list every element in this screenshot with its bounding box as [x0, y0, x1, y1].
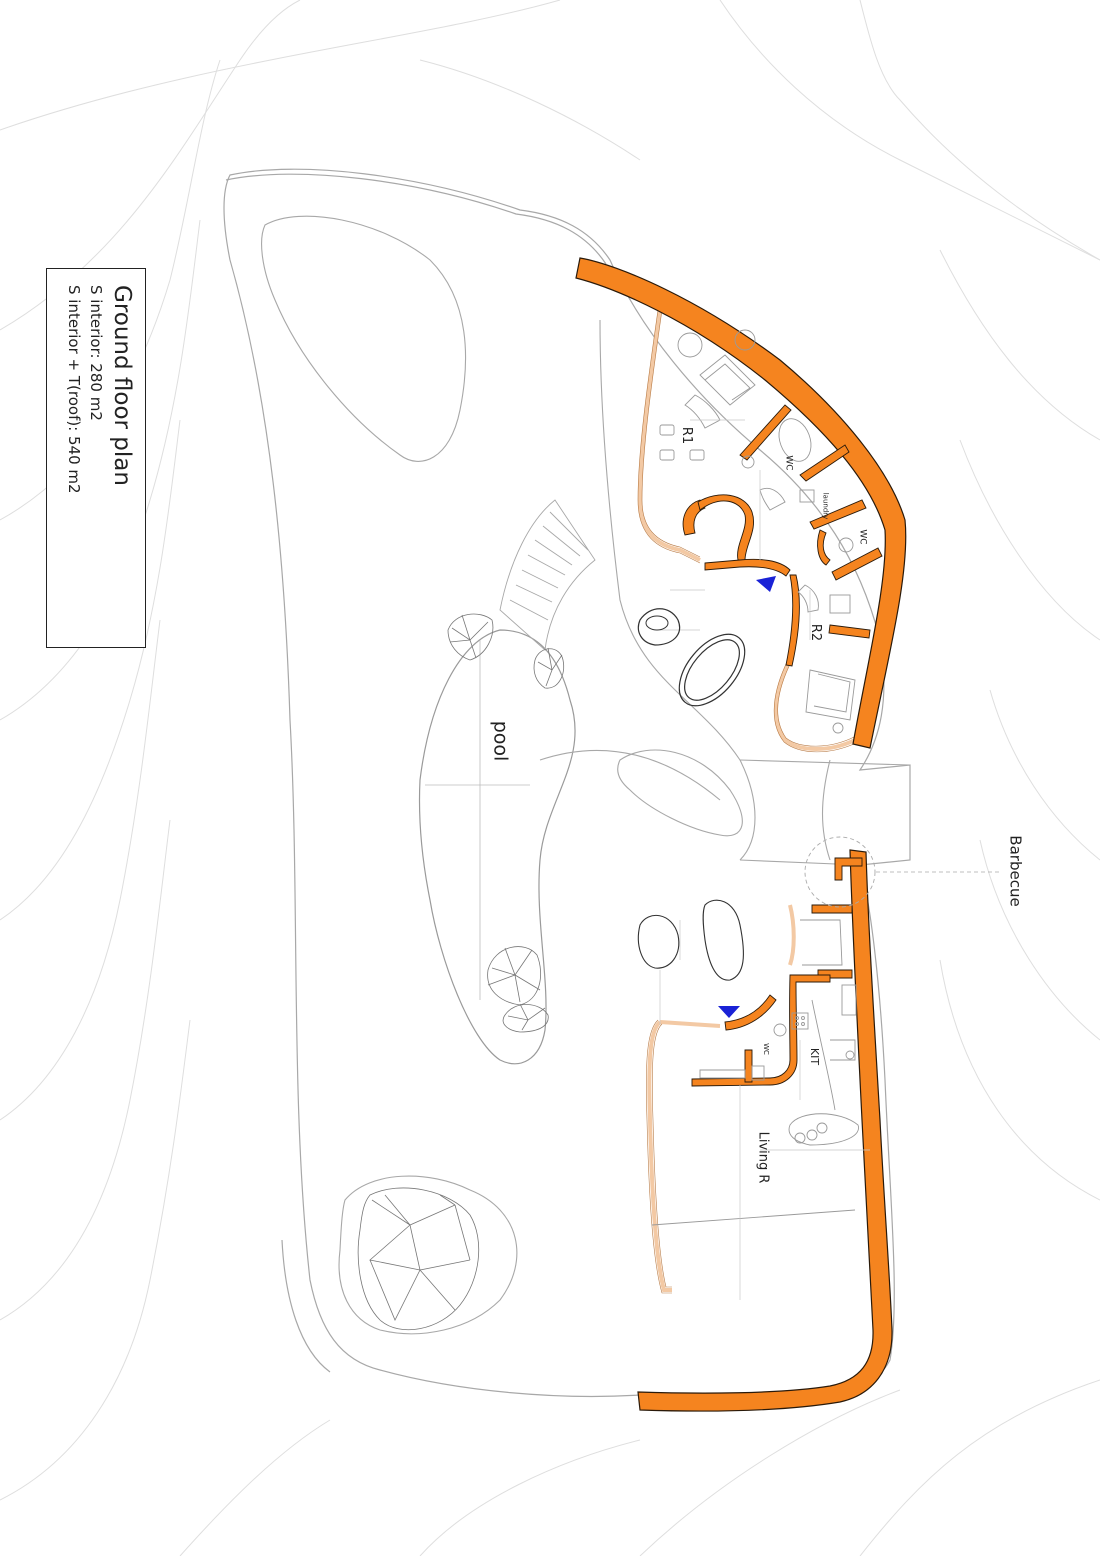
room-label-wc-bedroom-1: WC — [783, 455, 794, 471]
plan-title: Ground floor plan — [109, 285, 135, 486]
bedroom-wing-partitions — [637, 309, 856, 751]
bedroom-wing-outdoor — [637, 608, 746, 707]
bedroom-wing-walls — [682, 404, 883, 667]
plan-legend: Ground floor plan S interior: 280 m2 S i… — [46, 268, 146, 648]
entry-arrow-bedroom — [756, 576, 776, 592]
living-wing-furniture — [651, 919, 860, 1226]
pool-shape — [418, 629, 576, 1065]
room-label-r1: R1 — [679, 426, 695, 445]
terrace-outline — [223, 168, 911, 1398]
room-label-living-room: Living R — [755, 1131, 771, 1184]
living-wing-walls — [691, 857, 863, 1087]
bedroom-wing-partitions-outline — [637, 309, 857, 753]
room-label-laundry: laundry — [821, 492, 830, 520]
room-label-wc-bedroom-2: WC — [857, 529, 868, 545]
barbecue-callout: Barbecue — [1006, 835, 1025, 907]
living-wing-partitions-outline — [646, 1019, 672, 1294]
courtyard-path — [539, 319, 911, 866]
rock-outcrops — [357, 613, 565, 1331]
bedroom-wing-furniture — [659, 329, 856, 734]
living-wing-outdoor — [637, 899, 744, 981]
living-wing-partitions — [647, 904, 796, 1292]
entry-arrow-living — [718, 1006, 740, 1018]
living-wing-dimensions — [659, 920, 870, 1300]
living-wing-outer-wall — [637, 849, 893, 1412]
planter-areas — [261, 215, 743, 1335]
bedroom-wing-outer-wall — [575, 257, 907, 749]
barbecue-area — [804, 836, 1000, 908]
stairs — [499, 499, 596, 651]
interior-area: S interior: 280 m2 — [87, 285, 105, 421]
room-label-wc-living: WC — [761, 1043, 770, 1055]
interior-roof-area: S interior + T(roof): 540 m2 — [65, 285, 83, 494]
room-label-r2: R2 — [808, 623, 824, 642]
room-label-pool: pool — [489, 720, 512, 762]
bedroom-wing-dimensions — [660, 419, 811, 640]
room-label-kitchen: KIT — [808, 1047, 822, 1066]
entry-markers — [718, 576, 776, 1018]
